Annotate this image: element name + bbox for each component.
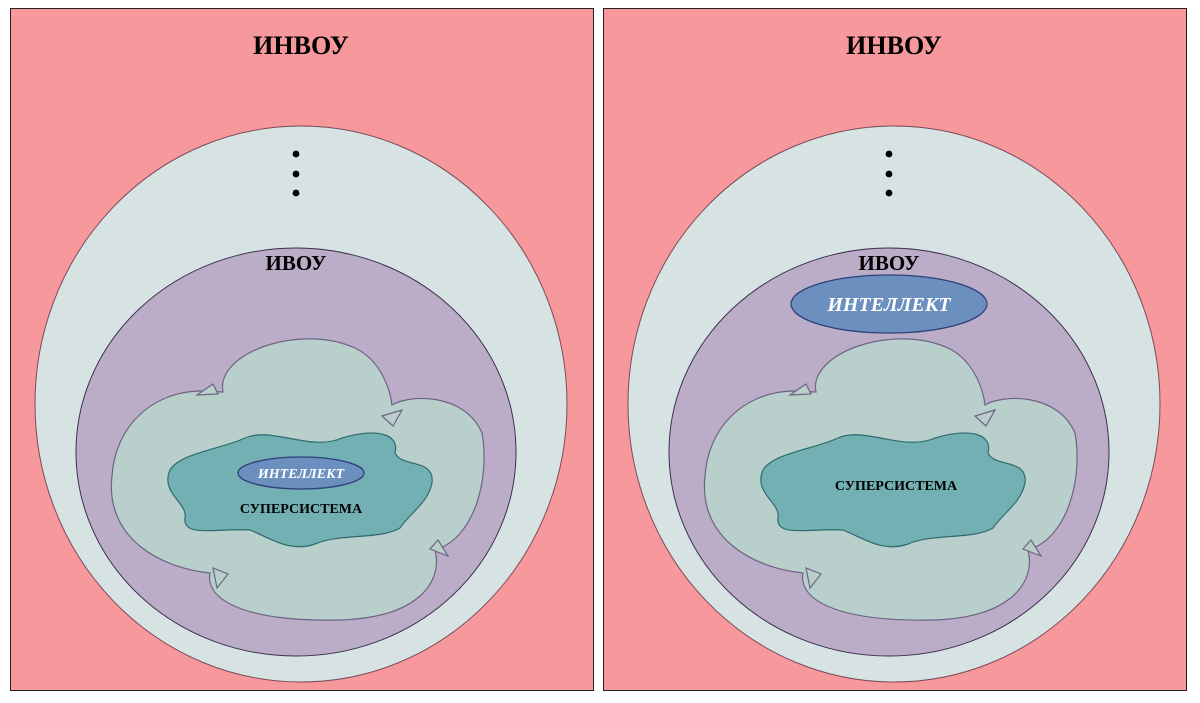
supersystem-label: СУПЕРСИСТЕМА <box>240 502 363 517</box>
diagram-panel-left: ИНВОУ ИВОУ ИНТЕЛЛЕКТ СУПЕРСИСТЕМА <box>10 8 594 691</box>
intellect-ellipse <box>237 456 365 490</box>
ellipsis-dots <box>885 150 893 197</box>
middle-label: ИВОУ <box>859 251 920 275</box>
cloud-arrows <box>194 383 450 590</box>
cloud-arrows <box>787 383 1043 590</box>
outer-label: ИНВОУ <box>253 31 349 60</box>
intellect-ellipse <box>790 274 988 334</box>
diagram-left-svg: ИНВОУ ИВОУ ИНТЕЛЛЕКТ СУПЕРСИСТЕМА <box>10 8 594 691</box>
ellipsis-dots <box>292 150 300 197</box>
intellect-label: ИНТЕЛЛЕКТ <box>826 294 951 316</box>
intellect-label: ИНТЕЛЛЕКТ <box>257 467 346 482</box>
supersystem-label: СУПЕРСИСТЕМА <box>835 479 958 494</box>
outer-label: ИНВОУ <box>846 31 942 60</box>
diagram-right-svg: ИНВОУ ИВОУ ИНТЕЛЛЕКТ СУПЕРСИСТЕМА <box>603 8 1187 691</box>
supersystem-shape <box>167 432 433 548</box>
middle-label: ИВОУ <box>266 251 327 275</box>
diagram-panel-right: ИНВОУ ИВОУ ИНТЕЛЛЕКТ СУПЕРСИСТЕМА <box>603 8 1187 691</box>
supersystem-shape <box>760 432 1026 548</box>
